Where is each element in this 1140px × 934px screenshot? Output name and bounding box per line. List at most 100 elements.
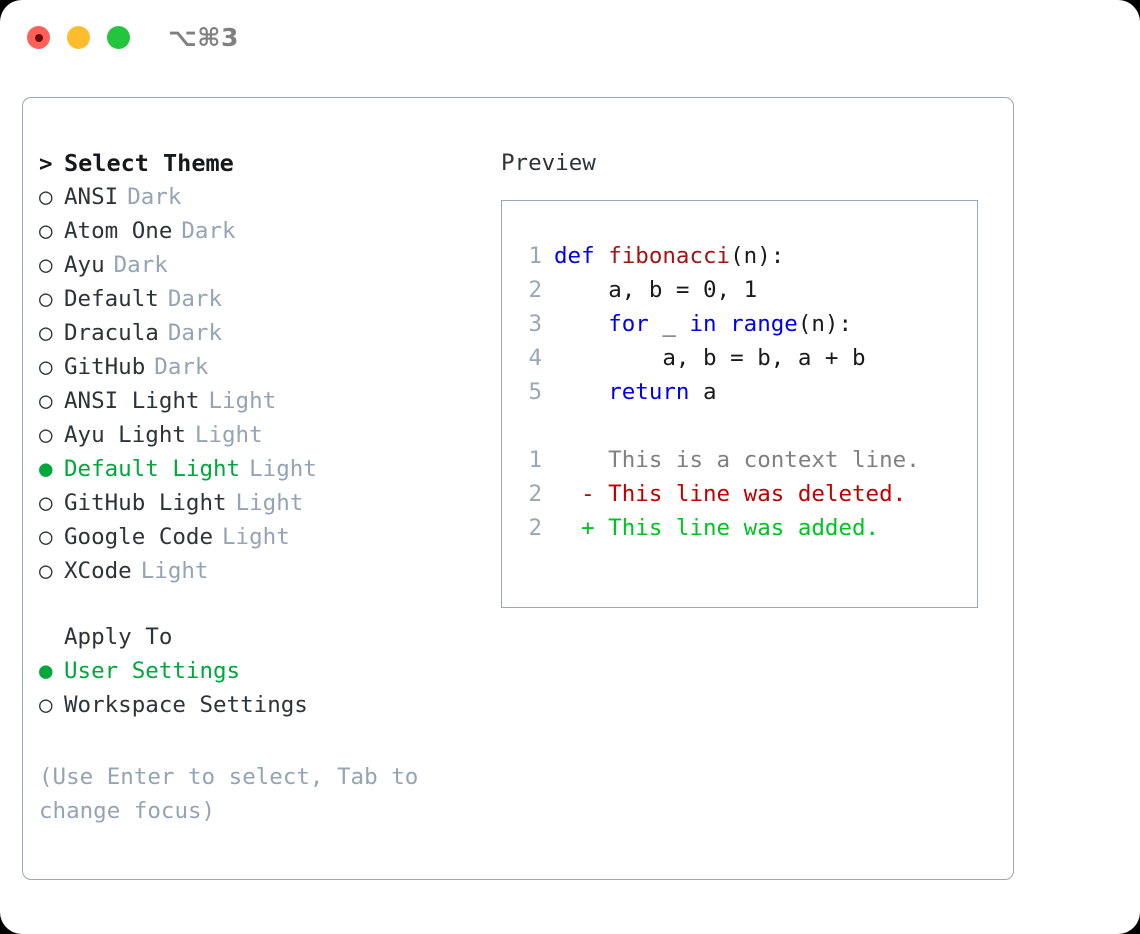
code-token-pl: _ <box>662 311 690 337</box>
code-token-kw: return <box>608 379 704 405</box>
theme-name: GitHub Light <box>64 490 227 516</box>
code-line-text: def fibonacci(n): <box>554 239 784 273</box>
close-button[interactable] <box>27 26 50 49</box>
theme-list-item[interactable]: ○ ANSI Dark <box>39 180 499 214</box>
preview-title: Preview <box>501 150 596 176</box>
theme-variant-badge: Light <box>208 388 277 414</box>
line-number: 5 <box>528 379 542 405</box>
code-line: 1 def fibonacci(n): <box>516 239 920 273</box>
line-number: 1 <box>528 447 542 473</box>
code-line: 5 return a <box>516 375 920 409</box>
theme-variant-badge: Light <box>194 422 263 448</box>
radio-unselected-icon[interactable]: ○ <box>39 524 53 550</box>
keyboard-hint: (Use Enter to select, Tab to change focu… <box>39 764 432 824</box>
theme-variant-badge: Dark <box>181 218 236 244</box>
theme-list-item[interactable]: ● Default Light Light <box>39 452 499 486</box>
spacer <box>39 588 499 620</box>
radio-unselected-icon[interactable]: ○ <box>39 490 53 516</box>
theme-name: Atom One <box>64 218 173 244</box>
radio-unselected-icon[interactable]: ○ <box>39 286 53 312</box>
theme-list-item[interactable]: ○ Atom One Dark <box>39 214 499 248</box>
code-line-text: a, b = 0, 1 <box>554 273 757 307</box>
radio-unselected-icon[interactable]: ○ <box>39 422 53 448</box>
radio-selected-icon[interactable]: ● <box>39 658 53 684</box>
code-token-kw: def <box>554 243 609 269</box>
apply-to-option[interactable]: ○ Workspace Settings <box>39 688 499 722</box>
theme-variant-badge: Dark <box>167 320 223 346</box>
code-line: 3 for _ in range(n): <box>516 307 920 341</box>
code-token-pl: a, b = b, a + b <box>662 345 866 371</box>
radio-selected-icon[interactable]: ● <box>39 456 53 482</box>
code-blank-line <box>516 409 920 443</box>
theme-variant-badge: Light <box>140 558 209 584</box>
theme-name: ANSI <box>64 184 119 210</box>
line-number: 3 <box>528 311 542 337</box>
minimize-button[interactable] <box>67 26 90 49</box>
radio-unselected-icon[interactable]: ○ <box>39 184 53 210</box>
code-token-kw: range <box>730 311 798 337</box>
theme-name: Ayu <box>64 252 105 278</box>
line-number: 1 <box>528 243 542 269</box>
keyboard-shortcut-label: ⌥⌘3 <box>168 23 239 52</box>
theme-name: Google Code <box>64 524 214 550</box>
diff-line-text: - This line was deleted. <box>554 481 907 507</box>
radio-unselected-icon[interactable]: ○ <box>39 558 53 584</box>
line-number: 4 <box>528 345 542 371</box>
line-number: 2 <box>528 515 542 541</box>
apply-to-list: ●User Settings ○ Workspace Settings <box>39 654 499 722</box>
apply-to-title: Apply To <box>64 624 173 650</box>
code-token-pl: (n): <box>797 311 853 337</box>
theme-list-item[interactable]: ○ Dracula Dark <box>39 316 499 350</box>
apply-to-option[interactable]: ●User Settings <box>39 654 499 688</box>
theme-name: Ayu Light <box>64 422 186 448</box>
diff-line: 1 This is a context line. <box>516 443 920 477</box>
apply-to-marker-spacer <box>39 620 64 654</box>
select-theme-header: >Select Theme <box>39 146 499 180</box>
title-bar: ⌥⌘3 <box>0 0 1140 78</box>
code-token-pl: (n): <box>730 243 785 269</box>
maximize-button[interactable] <box>107 26 130 49</box>
select-theme-title: Select Theme <box>64 149 234 177</box>
window-controls <box>27 26 130 49</box>
code-line-text: return a <box>554 375 717 409</box>
theme-name: Default Light <box>64 456 241 482</box>
code-token-kw: in <box>689 311 731 337</box>
theme-name: GitHub <box>64 354 146 380</box>
code-line: 4 a, b = b, a + b <box>516 341 920 375</box>
apply-to-label: Workspace Settings <box>64 692 308 718</box>
code-token-fn: fibonacci <box>608 243 731 269</box>
theme-list-item[interactable]: ○ XCode Light <box>39 554 499 588</box>
theme-name: Dracula <box>64 320 159 346</box>
diff-line-text: This is a context line. <box>554 447 920 473</box>
theme-variant-badge: Dark <box>113 252 168 278</box>
radio-unselected-icon[interactable]: ○ <box>39 388 53 414</box>
radio-unselected-icon[interactable]: ○ <box>39 252 53 278</box>
line-number: 2 <box>528 481 542 507</box>
radio-unselected-icon[interactable]: ○ <box>39 218 53 244</box>
theme-list-item[interactable]: ○ Ayu Dark <box>39 248 499 282</box>
radio-unselected-icon[interactable]: ○ <box>39 354 53 380</box>
theme-variant-badge: Light <box>249 456 317 482</box>
diff-line-text: + This line was added. <box>554 515 880 541</box>
code-token-pl: a, b = 0, 1 <box>608 277 758 303</box>
theme-variant-badge: Dark <box>127 184 182 210</box>
code-line-text: for _ in range(n): <box>554 307 852 341</box>
radio-unselected-icon[interactable]: ○ <box>39 692 53 718</box>
theme-name: XCode <box>64 558 132 584</box>
theme-list-item[interactable]: ○ Ayu Light Light <box>39 418 499 452</box>
line-number: 2 <box>528 277 542 303</box>
radio-unselected-icon[interactable]: ○ <box>39 320 53 346</box>
code-token-pl: a <box>703 379 717 405</box>
